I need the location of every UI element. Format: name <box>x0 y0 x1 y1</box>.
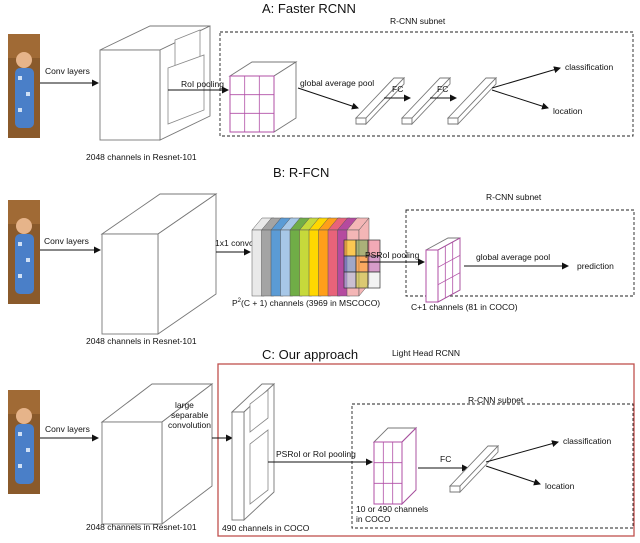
panel-c: C: Our approach Light Head RCNN Conv lay… <box>8 347 635 537</box>
subnet-label-b: R-CNN subnet <box>486 192 542 202</box>
pooled-channels-label-line1: 10 or 490 channels <box>356 504 428 514</box>
sep-conv-label-line3: convolution <box>168 420 211 430</box>
backbone-block-b <box>100 193 218 335</box>
panel-c-title: C: Our approach <box>262 347 358 362</box>
subnet-box-c <box>351 403 634 529</box>
panel-a-title: A: Faster RCNN <box>262 1 356 16</box>
pooled-feature-cube-c <box>372 426 418 506</box>
fc2-label-a: FC <box>437 84 448 94</box>
gap-label-b: global average pool <box>476 252 550 262</box>
subnet-label-a: R-CNN subnet <box>390 16 446 26</box>
classification-arrow-c <box>485 440 559 463</box>
conv1x1-label-b: 1x1 convolution <box>215 238 274 248</box>
channels-label-a: 2048 channels in Resnet-101 <box>86 152 197 162</box>
location-arrow-a <box>491 89 549 110</box>
fc-bar-a1 <box>354 76 406 126</box>
conv-label-c: Conv layers <box>45 424 90 434</box>
panel-a: A: Faster RCNN Conv layers 2048 channels… <box>8 1 634 162</box>
thin-feature-map-c <box>230 382 276 522</box>
panel-b: B: R-FCN Conv layers 2048 channels in Re… <box>8 165 635 346</box>
fc-bar-c <box>448 444 500 494</box>
light-head-frame <box>217 363 635 537</box>
pooled-channels-label-line2: in COCO <box>356 514 391 524</box>
fc-bar-a2 <box>400 76 452 126</box>
input-photo-b <box>8 200 40 304</box>
panel-b-title: B: R-FCN <box>273 165 329 180</box>
prediction-label-b: prediction <box>577 261 614 271</box>
pool-label-c: PSRoI or RoI pooling <box>276 449 356 459</box>
classification-label-c: classification <box>563 436 611 446</box>
conv-label-a: Conv layers <box>45 66 90 76</box>
location-label-c: location <box>545 481 575 491</box>
sep-conv-label-line2: separable <box>171 410 209 420</box>
fc1-label-a: FC <box>392 84 403 94</box>
subnet-box-b <box>405 209 635 297</box>
fc-label-c: FC <box>440 454 451 464</box>
location-arrow-c <box>485 465 541 486</box>
score-channels-label-b: C+1 channels (81 in COCO) <box>411 302 518 312</box>
fc-bar-a3 <box>446 76 498 126</box>
gap-arrow-a <box>297 87 359 110</box>
psroi-bin <box>343 271 357 289</box>
sep-conv-label-line1: large <box>175 400 194 410</box>
psroi-bin <box>343 255 357 273</box>
psroi-score-stack <box>251 217 381 297</box>
backbone-block-a <box>99 25 211 141</box>
psroi-channels-label: P2(C + 1) channels (3969 in MSCOCO) <box>232 298 380 308</box>
roi-feature-cube-a <box>228 61 298 133</box>
gap-label-a: global average pool <box>300 78 374 88</box>
subnet-label-c: R-CNN subnet <box>468 395 524 405</box>
input-photo-a <box>8 34 40 138</box>
channels-label-b: 2048 channels in Resnet-101 <box>86 336 197 346</box>
roi-label-a: RoI pooling <box>181 79 224 89</box>
thin-channels-label-c: 490 channels in COCO <box>222 523 310 533</box>
psroi-bin <box>355 271 369 289</box>
score-map-cube-b <box>425 237 461 303</box>
channels-label-c: 2048 channels in Resnet-101 <box>86 522 197 532</box>
psroi-label-b: PSRoI pooling <box>365 250 420 260</box>
psroi-bin <box>343 239 357 257</box>
psroi-bin <box>367 271 381 289</box>
backbone-block-c <box>100 383 214 525</box>
subnet-box-a <box>219 31 634 137</box>
location-label-a: location <box>553 106 583 116</box>
classification-arrow-a <box>491 66 561 89</box>
classification-label-a: classification <box>565 62 613 72</box>
conv-label-b: Conv layers <box>44 236 89 246</box>
light-head-label: Light Head RCNN <box>392 348 460 358</box>
input-photo-c <box>8 390 40 494</box>
